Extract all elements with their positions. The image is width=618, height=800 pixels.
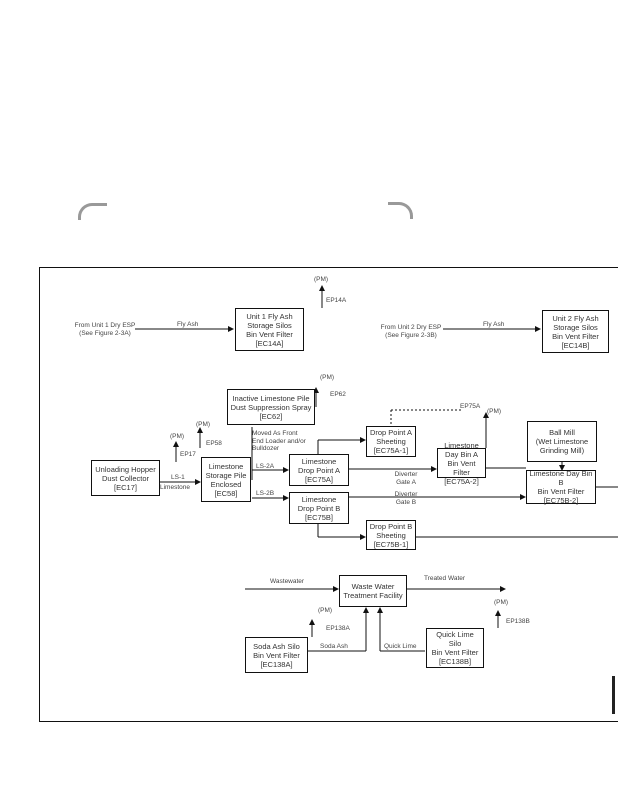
node-ec58: Limestone Storage Pile Enclosed [EC58] [201,457,251,502]
label-ls2a: LS-2A [256,463,275,470]
node-ec75a: Limestone Drop Point A [EC75A] [289,454,349,486]
label-pm-58: (PM) [196,421,211,428]
diagram-frame [39,267,618,722]
label-pm-75a: (PM) [487,408,502,415]
label-pm-17: (PM) [170,433,185,440]
label-ls2b: LS-2B [256,490,275,497]
binder-hole-right [388,202,413,219]
node-ec14a: Unit 1 Fly Ash Storage Silos Bin Vent Fi… [235,308,304,351]
label-quick-lime: Quick Lime [384,643,417,650]
node-ec14b: Unit 2 Fly Ash Storage Silos Bin Vent Fi… [542,310,609,353]
label-ep138b: EP138B [506,618,530,625]
node-ec17: Unloading Hopper Dust Collector [EC17] [91,460,160,496]
label-ep17: EP17 [180,451,196,458]
label-ep75a: EP75A [460,403,481,410]
node-ec75b1: Drop Point B Sheeting [EC75B-1] [366,520,416,550]
node-wwtf: Waste Water Treatment Facility [339,575,407,607]
label-from-unit1: From Unit 1 Dry ESP (See Figure 2-3A) [74,322,136,337]
label-diverter-a: Diverter Gate A [394,471,418,486]
binder-hole-left [78,203,107,220]
label-pm-138a: (PM) [318,607,333,614]
label-limestone: Limestone [160,484,190,491]
label-diverter-b: Diverter Gate B [394,491,418,506]
label-ep58: EP58 [206,440,222,447]
label-ls1: LS-1 [171,474,185,481]
label-treated: Treated Water [424,575,466,582]
node-ec138a: Soda Ash Silo Bin Vent Filter [EC138A] [245,637,308,673]
label-pm-62: (PM) [320,374,335,381]
label-wastewater: Wastewater [270,578,305,585]
label-from-unit2: From Unit 2 Dry ESP (See Figure 2-3B) [380,324,442,339]
label-moved: Moved As Front End Loader and/or Bulldoz… [252,430,306,452]
label-ep138a: EP138A [326,625,350,632]
node-ec75b2: Limestone Day Bin B Bin Vent Filter [EC7… [526,469,596,505]
label-ep14a: EP14A [326,297,347,304]
node-ballmill: Ball Mill (Wet Limestone Grinding Mill) [527,421,597,462]
label-ep62: EP62 [330,391,346,398]
node-ec75a1: Drop Point A Sheeting [EC75A-1] [366,426,416,457]
page-edge-mark [612,676,615,714]
label-pm-138b: (PM) [494,599,509,606]
node-ec75b: Limestone Drop Point B [EC75B] [289,492,349,524]
node-ec62: Inactive Limestone Pile Dust Suppression… [227,389,315,425]
label-pm-14a: (PM) [314,276,329,283]
label-soda-ash: Soda Ash [320,643,348,650]
label-fly-ash-1: Fly Ash [177,321,199,328]
label-fly-ash-2: Fly Ash [483,321,505,328]
node-ec138b: Quick Lime Silo Bin Vent Filter [EC138B] [426,628,484,668]
node-ec75a2: Limestone Day Bin A Bin Vent Filter [EC7… [437,441,486,486]
